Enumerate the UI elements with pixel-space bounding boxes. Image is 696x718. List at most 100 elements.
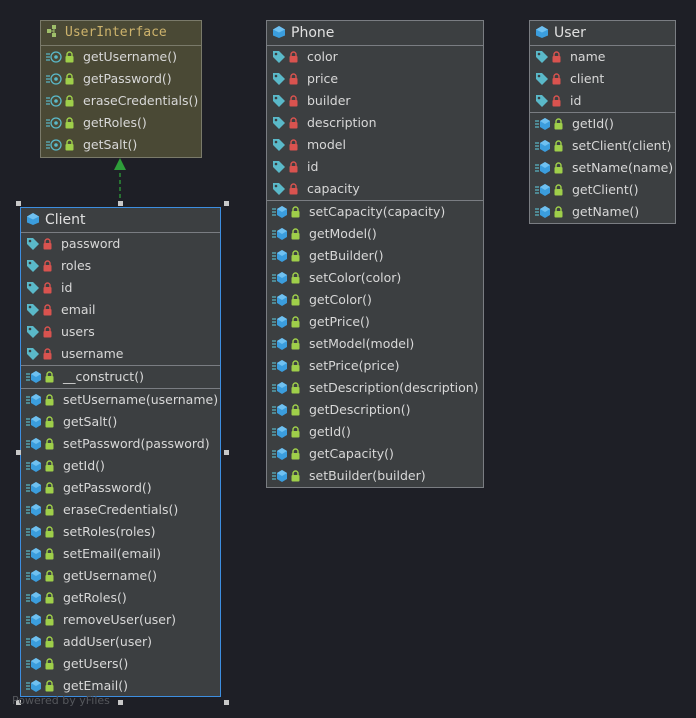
method-row[interactable]: eraseCredentials() (21, 499, 220, 521)
method-row[interactable]: eraseCredentials() (41, 90, 201, 112)
method-icon (535, 117, 551, 131)
public-lock-icon (65, 73, 74, 85)
resize-handle[interactable] (16, 201, 21, 206)
method-row[interactable]: getEmail() (21, 675, 220, 697)
method-icon (272, 293, 288, 307)
public-lock-icon (45, 680, 54, 692)
method-row[interactable]: getColor() (267, 289, 483, 311)
method-row[interactable]: getUsername() (41, 46, 201, 68)
method-row[interactable]: getModel() (267, 223, 483, 245)
resize-handle[interactable] (224, 201, 229, 206)
resize-handle[interactable] (118, 201, 123, 206)
method-row[interactable]: getBuilder() (267, 245, 483, 267)
field-icon (272, 182, 286, 196)
method-row[interactable]: getName() (530, 201, 675, 223)
private-lock-icon (289, 51, 298, 63)
method-row[interactable]: getRoles() (21, 587, 220, 609)
field-name: username (61, 346, 124, 361)
method-name: getId() (63, 458, 105, 473)
field-row[interactable]: roles (21, 255, 220, 277)
method-row[interactable]: setUsername(username) (21, 389, 220, 411)
abstract-method-icon (46, 94, 62, 108)
method-name: eraseCredentials() (63, 502, 179, 517)
method-row[interactable]: setPassword(password) (21, 433, 220, 455)
method-icon (26, 547, 42, 561)
method-row[interactable]: getId() (21, 455, 220, 477)
method-row[interactable]: setCapacity(capacity) (267, 201, 483, 223)
public-lock-icon (291, 382, 300, 394)
field-name: capacity (307, 181, 360, 196)
method-icon (26, 415, 42, 429)
method-row[interactable]: setPrice(price) (267, 355, 483, 377)
resize-handle[interactable] (118, 700, 123, 705)
field-row[interactable]: id (21, 277, 220, 299)
method-row[interactable]: setColor(color) (267, 267, 483, 289)
method-row[interactable]: setDescription(description) (267, 377, 483, 399)
field-row[interactable]: description (267, 112, 483, 134)
method-icon (26, 459, 42, 473)
field-row[interactable]: username (21, 343, 220, 365)
method-name: setPrice(price) (309, 358, 400, 373)
public-lock-icon (65, 139, 74, 151)
field-row[interactable]: id (530, 90, 675, 112)
method-row[interactable]: getPassword() (41, 68, 201, 90)
method-row[interactable]: getRoles() (41, 112, 201, 134)
method-row[interactable]: setClient(client) (530, 135, 675, 157)
public-lock-icon (291, 272, 300, 284)
field-row[interactable]: model (267, 134, 483, 156)
method-row[interactable]: getId() (530, 113, 675, 135)
field-row[interactable]: capacity (267, 178, 483, 200)
public-lock-icon (554, 206, 563, 218)
public-lock-icon (45, 416, 54, 428)
field-row[interactable]: builder (267, 90, 483, 112)
method-row[interactable]: getDescription() (267, 399, 483, 421)
methods-section: setUsername(username)getSalt()setPasswor… (21, 389, 220, 697)
class-header: User (530, 21, 675, 46)
field-row[interactable]: name (530, 46, 675, 68)
method-row[interactable]: getSalt() (21, 411, 220, 433)
method-row[interactable]: getId() (267, 421, 483, 443)
method-row[interactable]: getUsers() (21, 653, 220, 675)
method-row[interactable]: addUser(user) (21, 631, 220, 653)
field-row[interactable]: users (21, 321, 220, 343)
resize-handle[interactable] (16, 700, 21, 705)
method-name: setDescription(description) (309, 380, 479, 395)
method-row[interactable]: getClient() (530, 179, 675, 201)
method-row[interactable]: getPassword() (21, 477, 220, 499)
field-name: name (570, 49, 606, 64)
field-row[interactable]: id (267, 156, 483, 178)
method-row[interactable]: getCapacity() (267, 443, 483, 465)
private-lock-icon (289, 139, 298, 151)
method-row[interactable]: getSalt() (41, 134, 201, 156)
method-row[interactable]: getPrice() (267, 311, 483, 333)
method-icon (272, 447, 288, 461)
method-row[interactable]: setName(name) (530, 157, 675, 179)
field-icon (26, 347, 40, 361)
field-row[interactable]: password (21, 233, 220, 255)
method-row[interactable]: removeUser(user) (21, 609, 220, 631)
field-row[interactable]: client (530, 68, 675, 90)
resize-handle[interactable] (16, 450, 21, 455)
public-lock-icon (291, 426, 300, 438)
resize-handle[interactable] (224, 700, 229, 705)
field-row[interactable]: email (21, 299, 220, 321)
method-row[interactable]: __construct() (21, 366, 220, 388)
field-row[interactable]: price (267, 68, 483, 90)
resize-handle[interactable] (224, 450, 229, 455)
public-lock-icon (45, 636, 54, 648)
method-name: setClient(client) (572, 138, 672, 153)
method-row[interactable]: setModel(model) (267, 333, 483, 355)
field-row[interactable]: color (267, 46, 483, 68)
class-userinterface[interactable]: UserInterface getUsername()getPassword()… (40, 20, 202, 158)
method-row[interactable]: setEmail(email) (21, 543, 220, 565)
method-name: setName(name) (572, 160, 674, 175)
method-row[interactable]: getUsername() (21, 565, 220, 587)
method-row[interactable]: setRoles(roles) (21, 521, 220, 543)
methods-section: getUsername()getPassword()eraseCredentia… (41, 46, 201, 156)
method-row[interactable]: setBuilder(builder) (267, 465, 483, 487)
private-lock-icon (43, 260, 52, 272)
